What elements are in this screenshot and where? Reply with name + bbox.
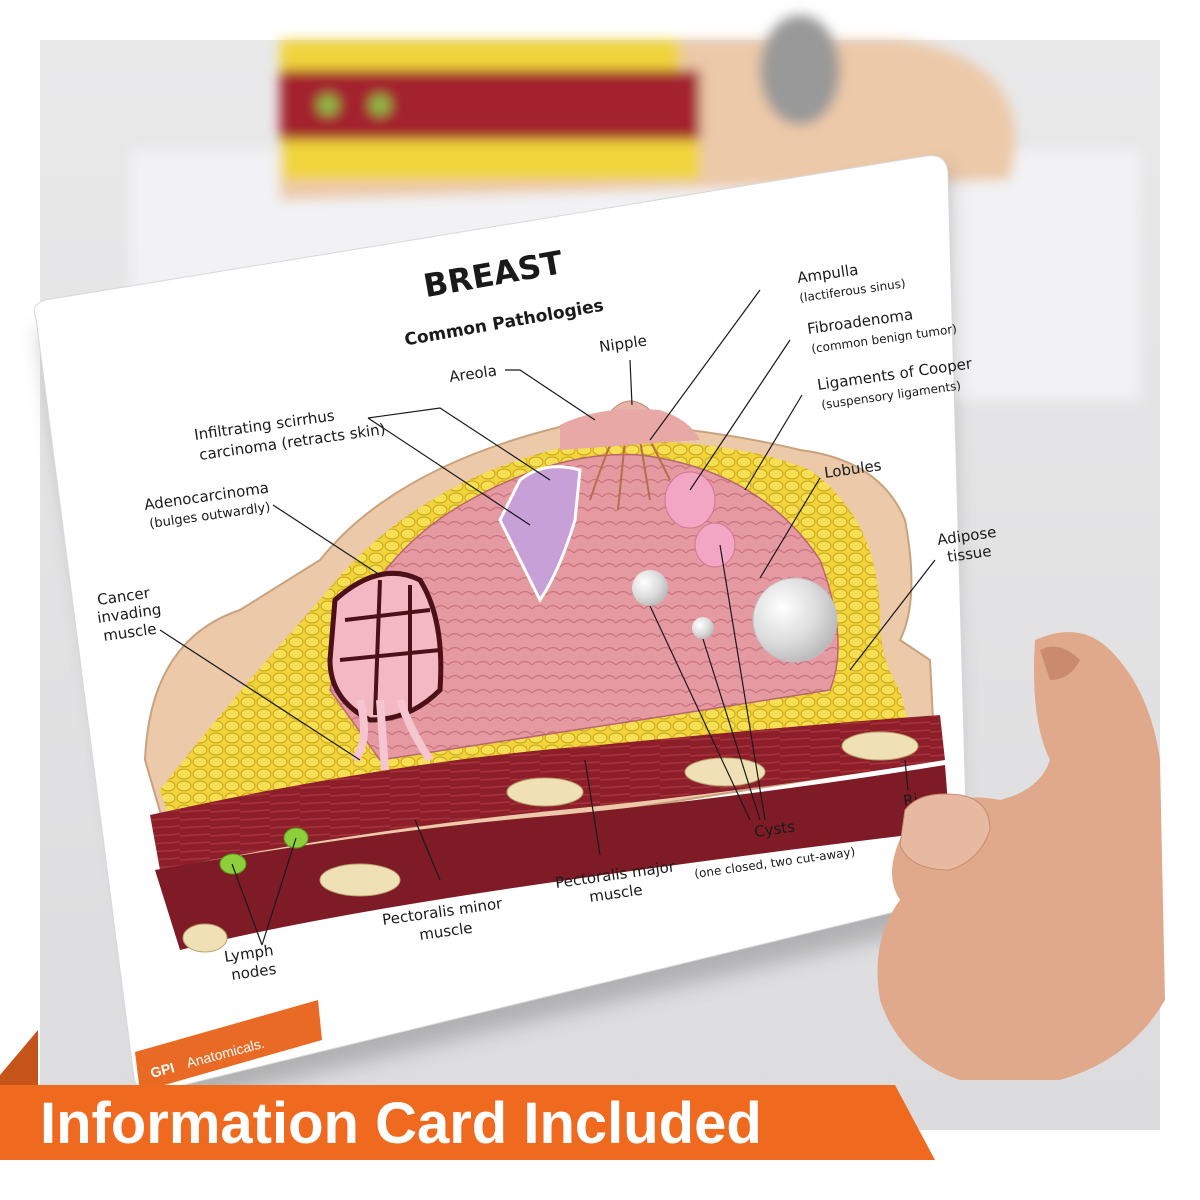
banner-text: Information Card Included [40,1091,762,1156]
label-cysts-1: Cysts [753,817,796,841]
brand-gpi: GPI [149,1059,176,1081]
breast-cross-section [143,400,950,953]
hand [877,632,1165,1080]
leader-lines [159,289,936,946]
blurred-breast-model [130,15,1140,400]
info-banner: Information Card Included [0,1030,935,1160]
